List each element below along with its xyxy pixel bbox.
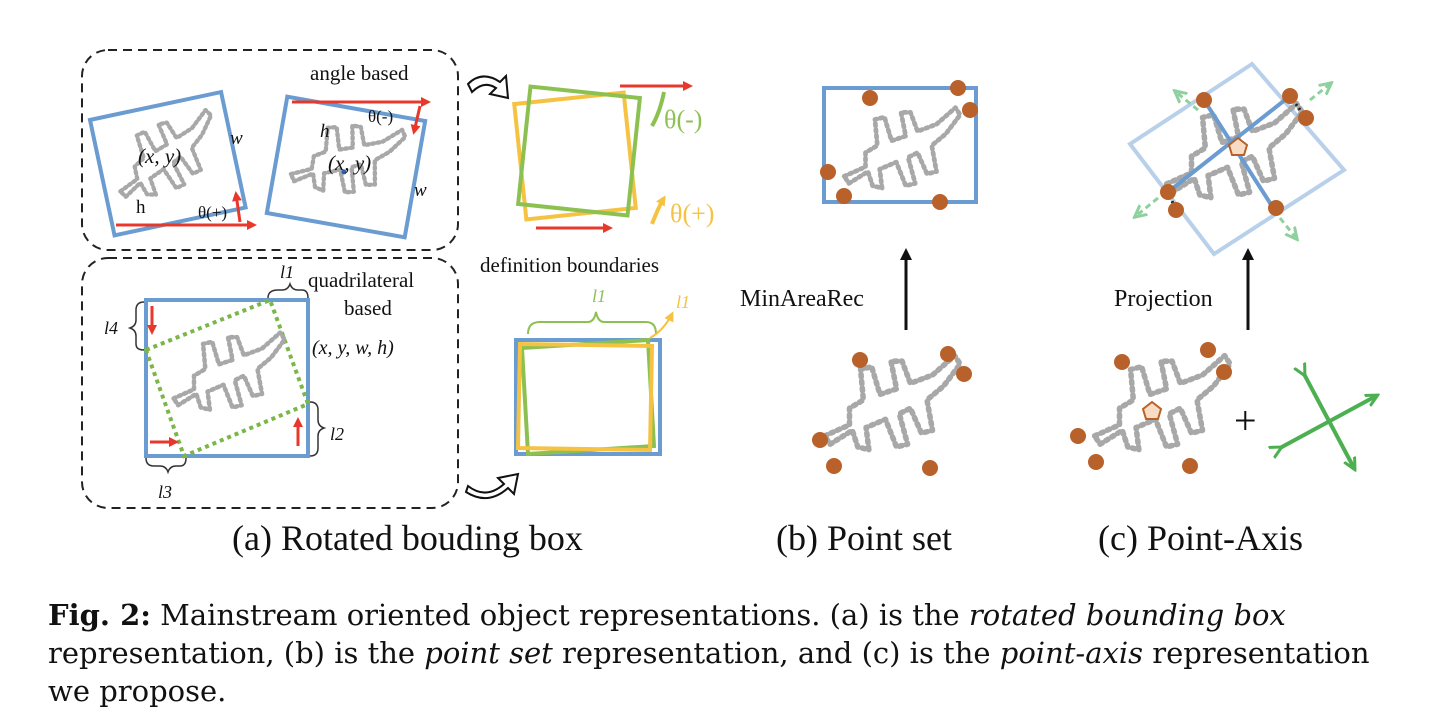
curved-arrow-top bbox=[466, 73, 510, 100]
quad-brace-l4 bbox=[127, 301, 145, 351]
angle-box-1-h: h bbox=[136, 197, 146, 218]
boundary-theta-neg: θ(-) bbox=[664, 105, 702, 134]
light-arrow-4 bbox=[1278, 217, 1296, 238]
definition-boundaries-title: definition boundaries bbox=[480, 253, 659, 277]
caption-text-1: Mainstream oriented object representatio… bbox=[150, 598, 969, 632]
figure-diagram: angle based (x, y) w h θ(+) (x, y) h w θ… bbox=[81, 49, 1436, 558]
boundary-green-theta-arrow bbox=[650, 91, 666, 127]
point-axis-top-points bbox=[1160, 88, 1314, 218]
quad-params: (x, y, w, h) bbox=[312, 337, 394, 359]
angle-box-1-center: (x, y) bbox=[138, 144, 181, 168]
light-arrow-2 bbox=[1309, 84, 1330, 102]
boundary-angle-boxes bbox=[512, 84, 643, 222]
light-arrow-1 bbox=[1176, 92, 1199, 112]
caption-label: Fig. 2: bbox=[48, 598, 151, 632]
boundary-yellow-theta-arrow bbox=[650, 195, 666, 225]
center-pentagon-top bbox=[1227, 136, 1249, 156]
boundary-quad-boxes bbox=[514, 337, 662, 457]
quad-l1: l1 bbox=[280, 262, 294, 282]
minarearec-label: MinAreaRec bbox=[740, 286, 864, 312]
caption-em-3: point-axis bbox=[999, 636, 1143, 670]
light-arrow-3 bbox=[1136, 196, 1159, 216]
boundary-theta-pos: θ(+) bbox=[670, 199, 714, 228]
quadrilateral-based-group bbox=[81, 257, 459, 509]
center-pentagon-bottom bbox=[1141, 400, 1163, 420]
quad-title-2: based bbox=[344, 296, 392, 320]
panel-b-subtitle: (b) Point set bbox=[776, 518, 952, 558]
figure-caption: Fig. 2: Mainstream oriented object repre… bbox=[48, 596, 1420, 710]
quad-title-1: quadrilateral bbox=[308, 268, 414, 292]
angle-box-2-center: (x, y) bbox=[328, 151, 371, 175]
panel-a-subtitle: (a) Rotated bouding box bbox=[232, 518, 583, 558]
angle-box-1-w: w bbox=[230, 128, 243, 149]
quad-brace-l3 bbox=[145, 457, 187, 475]
point-axis-bottom-points bbox=[1070, 342, 1232, 474]
point-set-top bbox=[820, 80, 978, 210]
boundary-arrow-l1-yellow bbox=[649, 311, 674, 339]
quad-outer-box bbox=[144, 298, 310, 458]
quad-l4: l4 bbox=[104, 318, 118, 338]
point-set-bottom bbox=[812, 346, 972, 476]
angle-box-2-theta-arrow-v bbox=[410, 105, 422, 135]
angle-box-2-h: h bbox=[320, 121, 330, 142]
angle-based-title: angle based bbox=[310, 61, 409, 85]
axis-cross-icon bbox=[1280, 374, 1376, 468]
angle-box-1-theta-arrow-v bbox=[232, 191, 242, 223]
boundary-l1-yellow: l1 bbox=[676, 292, 690, 312]
angle-based-group bbox=[81, 49, 459, 251]
boundary-brace-l1-green bbox=[527, 311, 657, 335]
curved-arrow-bottom bbox=[464, 472, 520, 499]
caption-em-1: rotated bounding box bbox=[968, 598, 1286, 632]
projection-rotated-box bbox=[1127, 61, 1348, 257]
angle-box-1-theta: θ(+) bbox=[198, 203, 227, 222]
angle-box-1 bbox=[87, 89, 248, 238]
quad-brace-l1 bbox=[267, 281, 309, 299]
quad-inner-box bbox=[143, 297, 311, 459]
caption-text-4: representation we propose. bbox=[48, 636, 1370, 708]
caption-em-2: point set bbox=[424, 636, 553, 670]
plus-sign: + bbox=[1234, 398, 1257, 443]
min-area-rect bbox=[822, 86, 978, 204]
caption-paragraph: Fig. 2: Mainstream oriented object repre… bbox=[48, 596, 1420, 710]
angle-box-2-theta: θ(-) bbox=[368, 107, 393, 126]
caption-text-2: representation, (b) is the bbox=[48, 636, 425, 670]
quad-l2: l2 bbox=[330, 424, 344, 444]
quad-l3: l3 bbox=[158, 482, 172, 502]
panel-c-subtitle: (c) Point-Axis bbox=[1098, 518, 1303, 558]
projection-label: Projection bbox=[1114, 286, 1213, 312]
boundary-l1-green: l1 bbox=[592, 286, 606, 306]
quad-brace-l2 bbox=[309, 401, 327, 457]
angle-box-2-w: w bbox=[414, 180, 427, 201]
caption-text-3: representation, and (c) is the bbox=[552, 636, 1000, 670]
angle-box-2 bbox=[264, 94, 428, 240]
